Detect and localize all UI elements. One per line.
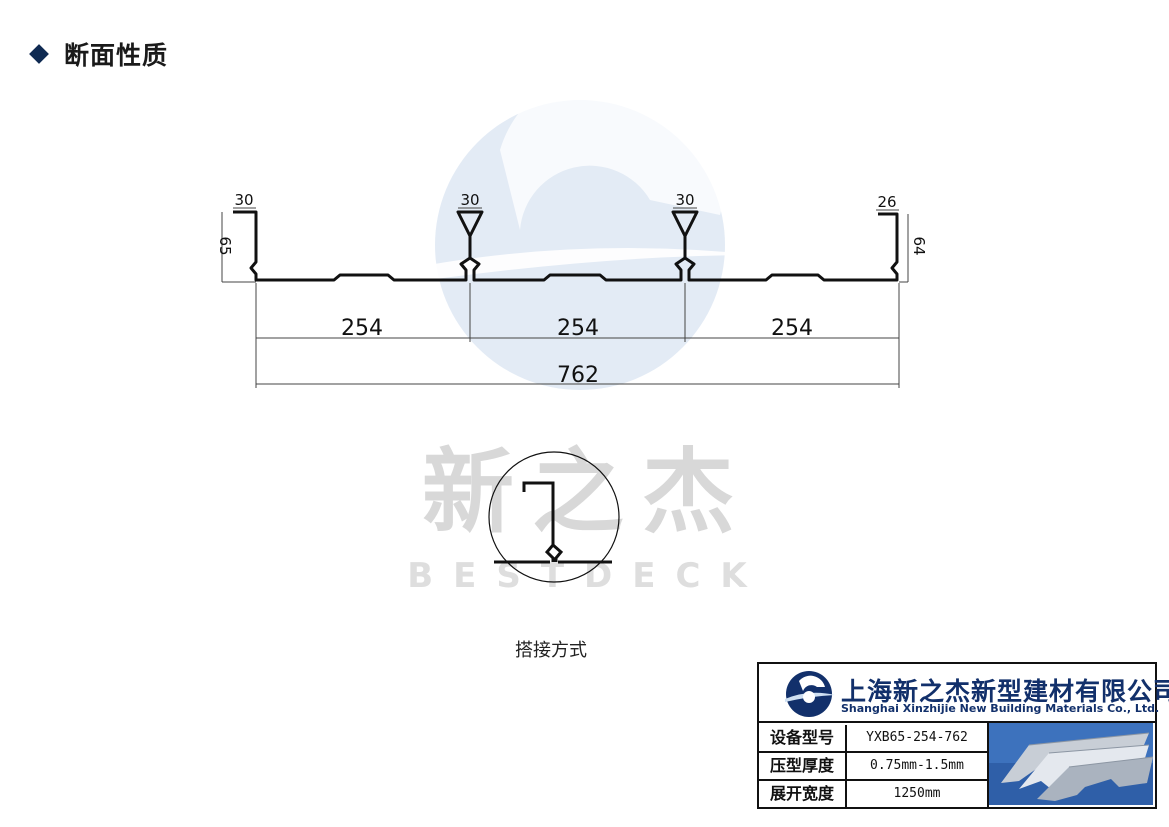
company-name-cn: 上海新之杰新型建材有限公司 bbox=[841, 677, 1169, 706]
section-header: 断面性质 bbox=[28, 36, 168, 72]
spec-key: 压型厚度 bbox=[759, 753, 847, 779]
title-block: 上海新之杰新型建材有限公司 Shanghai Xinzhijie New Bui… bbox=[757, 662, 1169, 809]
product-photo bbox=[987, 723, 1155, 807]
lap-method-label: 搭接方式 bbox=[515, 640, 587, 661]
spec-value: 0.75mm-1.5mm bbox=[870, 758, 964, 773]
section-title: 断面性质 bbox=[64, 41, 169, 70]
deck-profile-outline bbox=[233, 210, 899, 282]
dim-span-2: 254 bbox=[557, 316, 599, 341]
lap-detail bbox=[488, 451, 620, 583]
spec-key: 展开宽度 bbox=[759, 781, 847, 807]
spec-value: YXB65-254-762 bbox=[866, 730, 968, 745]
spec-value: 1250mm bbox=[893, 786, 941, 801]
deck-sheet-illustration bbox=[989, 723, 1154, 805]
title-block-header: 上海新之杰新型建材有限公司 Shanghai Xinzhijie New Bui… bbox=[759, 664, 1169, 723]
dim-side-left: 65 bbox=[216, 236, 234, 255]
dimension-lines bbox=[221, 207, 909, 388]
company-name-en: Shanghai Xinzhijie New Building Material… bbox=[841, 702, 1160, 715]
spec-key: 设备型号 bbox=[759, 725, 847, 751]
dim-total-width: 762 bbox=[557, 363, 599, 388]
dim-top-2: 30 bbox=[460, 191, 479, 209]
dim-top-1: 30 bbox=[234, 191, 253, 209]
spec-row-width: 展开宽度 1250mm bbox=[759, 781, 987, 809]
dim-side-right: 64 bbox=[910, 236, 928, 255]
dim-span-1: 254 bbox=[341, 316, 383, 341]
dim-span-3: 254 bbox=[771, 316, 813, 341]
dim-top-3: 30 bbox=[675, 191, 694, 209]
spec-row-thickness: 压型厚度 0.75mm-1.5mm bbox=[759, 753, 987, 781]
spec-row-model: 设备型号 YXB65-254-762 bbox=[759, 725, 987, 753]
company-logo-icon bbox=[785, 671, 835, 717]
dim-top-4: 26 bbox=[877, 193, 896, 211]
